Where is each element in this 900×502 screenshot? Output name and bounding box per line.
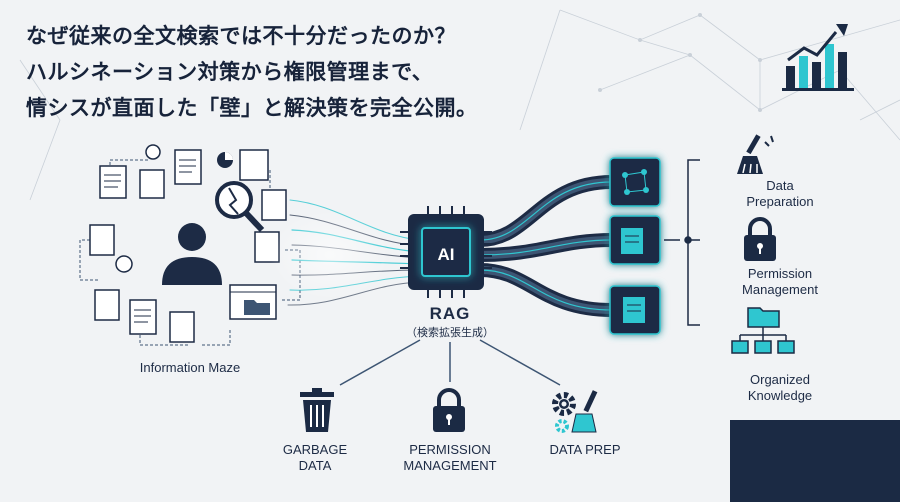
document-icon [139,169,165,199]
folder-tree-icon [731,307,795,354]
trash-icon [300,388,334,432]
output-cards [609,157,661,335]
lightbulb-icon [115,255,133,273]
document-icon [174,149,202,185]
information-maze-caption: Information Maze [139,360,241,375]
chip-label: AI [438,245,455,264]
document-icon [129,299,157,335]
card-file [609,285,661,335]
folder-icon [244,300,270,315]
output-ribbons [479,175,613,317]
pie-chart-icon [217,152,233,168]
headline-line-3: 情シスが直面した「壁」と解決策を完全公開。 [26,96,478,120]
bottom-connectors [339,339,561,386]
glow [270,210,390,300]
clock-icon [145,144,161,160]
rag-title: RAG [429,304,471,323]
card-network [609,157,661,207]
document-icon [239,149,269,181]
data-prep-label: DATA PREP [549,442,621,457]
person-icon [162,223,222,285]
right-bracket [664,159,700,326]
information-maze [79,144,301,346]
document-icon [169,311,195,343]
document-icon [94,289,120,321]
gear-brush-icon [552,390,598,433]
ai-chip: AI [400,206,492,298]
rag-subtitle: （検索拡張生成） [406,326,494,339]
magnifier-icon [215,181,265,233]
card-document [609,215,661,265]
corner-panel [730,420,900,502]
lock-icon [744,217,776,261]
brush-icon [737,134,774,174]
headline-line-1: なぜ従来の全文検索では不十分だったのか？ [26,24,456,48]
document-icon [89,224,115,256]
document-icon [261,189,287,221]
headline-line-2: ハルシネーション対策から権限管理まで、 [26,60,434,84]
headline: なぜ従来の全文検索では不十分だったのか？ ハルシネーション対策から権限管理まで、… [26,18,478,126]
lock-icon [433,388,465,432]
growth-chart-icon [782,24,854,91]
document-icon [99,165,127,199]
